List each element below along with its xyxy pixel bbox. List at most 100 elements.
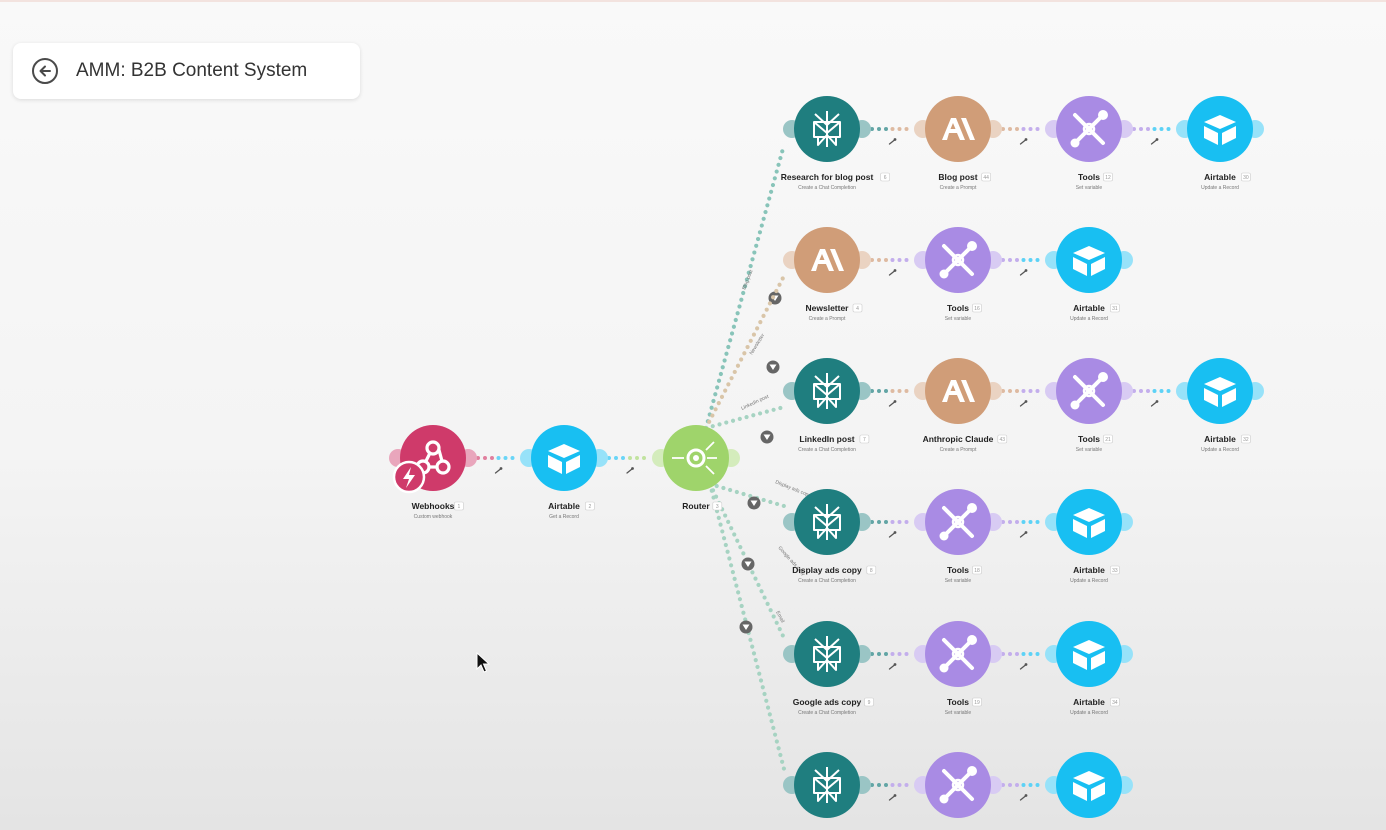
link-settings-icon[interactable] (1150, 138, 1159, 145)
filter-icon[interactable] (741, 557, 755, 571)
module-id-badge (981, 172, 992, 182)
link-settings-icon[interactable] (1019, 531, 1028, 538)
module-airtable[interactable] (1045, 752, 1133, 818)
airtable-icon (1204, 377, 1236, 407)
filter-icon[interactable] (766, 360, 780, 374)
scenario-title: AMM: B2B Content System (76, 60, 308, 81)
router-icon (672, 441, 717, 475)
link-settings-icon[interactable] (1019, 269, 1028, 276)
module-perplexity[interactable] (783, 752, 871, 818)
module-id-badge (866, 565, 877, 575)
module-tools[interactable] (914, 752, 1002, 818)
route-label: Email (774, 610, 785, 624)
airtable-icon (1204, 115, 1236, 145)
perplexity-icon (813, 111, 841, 147)
module-title: Airtable (1073, 565, 1105, 575)
filter-icon[interactable] (739, 620, 753, 634)
module-id: 6 (884, 175, 887, 181)
module-id-badge (972, 303, 982, 313)
filter-icon[interactable] (760, 430, 774, 444)
tools-icon (939, 766, 977, 804)
module-id: 43 (1000, 437, 1006, 443)
airtable-icon (1073, 640, 1105, 670)
filter-icon[interactable] (747, 496, 761, 510)
module-id: 12 (1105, 175, 1111, 181)
module-id-badge (972, 697, 982, 707)
module-id: 30 (1243, 175, 1249, 181)
link-settings-icon[interactable] (888, 269, 897, 276)
module-subtitle: Set variable (1076, 447, 1103, 453)
link-settings-icon[interactable] (888, 400, 897, 407)
module-title: Tools (947, 303, 969, 313)
module-id-badge (712, 501, 723, 511)
module-id: 7 (863, 437, 866, 443)
module-id: 4 (856, 306, 859, 312)
tools-icon (1070, 372, 1108, 410)
route-label: Newsletter (749, 333, 767, 356)
link-settings-icon[interactable] (1150, 400, 1159, 407)
link-settings-icon[interactable] (1019, 138, 1028, 145)
module-id-badge (585, 501, 595, 511)
airtable-icon (548, 444, 580, 474)
module-subtitle: Update a Record (1070, 578, 1108, 584)
link-settings-icon[interactable] (626, 467, 634, 474)
module-id-badge (972, 565, 982, 575)
module-title: Newsletter (806, 303, 850, 313)
link-settings-icon[interactable] (888, 138, 897, 145)
module-id-badge (880, 172, 890, 182)
scenario-header: AMM: B2B Content System (13, 43, 360, 99)
link-settings-icon[interactable] (1019, 794, 1028, 801)
module-id-badge (1110, 565, 1120, 575)
module-title: Anthropic Claude (923, 434, 994, 444)
module-title: Google ads copy (793, 697, 862, 707)
module-id: 18 (974, 568, 980, 574)
module-title: Blog post (938, 172, 977, 182)
module-title: Webhooks (412, 501, 455, 511)
module-subtitle: Create a Prompt (940, 185, 977, 191)
module-subtitle: Update a Record (1201, 185, 1239, 191)
module-subtitle: Create a Prompt (809, 316, 846, 322)
module-id-badge (1241, 172, 1251, 182)
link-settings-icon[interactable] (1019, 400, 1028, 407)
link-settings-icon[interactable] (1019, 663, 1028, 670)
tools-icon (1070, 110, 1108, 148)
link-settings-icon[interactable] (888, 531, 897, 538)
module-title: Airtable (1073, 697, 1105, 707)
back-button[interactable] (32, 58, 58, 84)
module-title: Tools (1078, 434, 1100, 444)
link-settings-icon[interactable] (888, 663, 897, 670)
module-id-badge (1241, 434, 1251, 444)
route-label: Blog post (741, 269, 755, 291)
link-settings-icon[interactable] (494, 467, 503, 474)
module-id: 21 (1105, 437, 1111, 443)
module-title: LinkedIn post (799, 434, 854, 444)
link-settings-icon[interactable] (888, 794, 897, 801)
airtable-icon (1073, 246, 1105, 276)
module-subtitle: Update a Record (1201, 447, 1239, 453)
module-title: Display ads copy (792, 565, 862, 575)
module-id: 8 (870, 568, 873, 574)
anthropic-icon (942, 380, 975, 402)
module-subtitle: Create a Chat Completion (798, 578, 856, 584)
